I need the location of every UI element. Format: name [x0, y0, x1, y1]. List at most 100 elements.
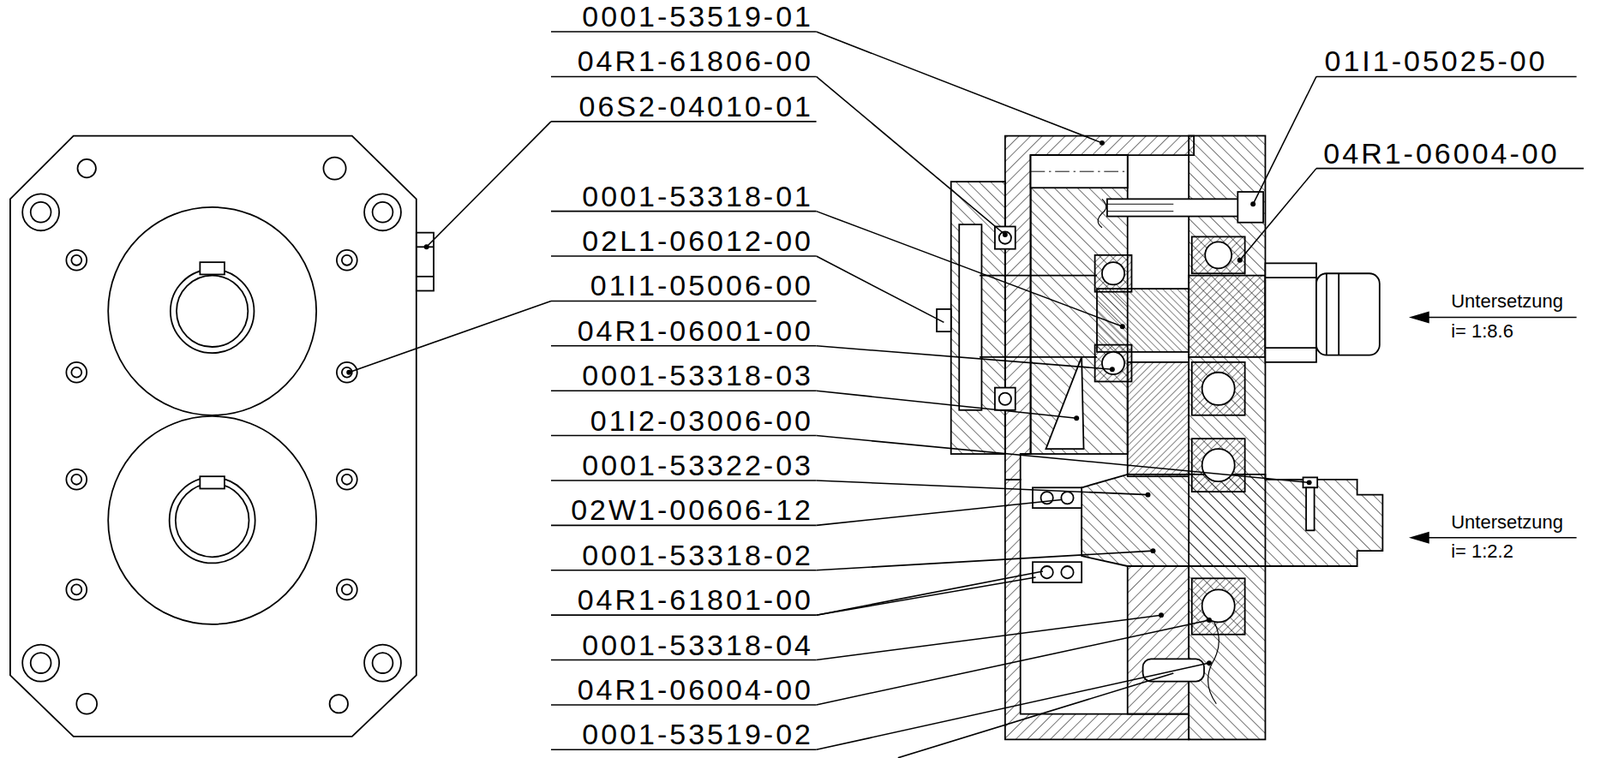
leader-line: [816, 577, 1037, 616]
leader-line: [816, 31, 1103, 144]
plug-edge: [416, 275, 434, 278]
underline: [551, 704, 817, 707]
leader-dots: [346, 140, 1312, 666]
leader-line: [816, 615, 1162, 660]
bore-circle: [176, 275, 248, 348]
cover: [951, 181, 1006, 455]
screw: [65, 250, 87, 271]
part-number: 0001-53322-03: [581, 450, 814, 480]
intermediate-gear: [1127, 362, 1189, 477]
bolt-head: [364, 193, 402, 231]
gear-web: [1045, 357, 1084, 450]
underline: [551, 76, 817, 78]
arrow-line: [1423, 537, 1577, 540]
screw: [65, 469, 87, 491]
ball: [1102, 352, 1125, 375]
bolt-head: [22, 193, 60, 231]
screw: [65, 362, 87, 384]
part-number: 02L1-06012-00: [581, 226, 814, 256]
arrow-head: [1411, 533, 1429, 544]
underline: [551, 345, 817, 348]
part-number: 01I1-05025-00: [1324, 46, 1548, 76]
bore-circle: [175, 484, 250, 558]
leader-line: [426, 121, 552, 247]
underline: [551, 389, 817, 392]
shaft-circle: [170, 269, 255, 354]
leader-line: [816, 620, 1210, 706]
coupling-end: [1316, 273, 1380, 355]
bearing: [1192, 438, 1246, 492]
leader-line: [816, 500, 1062, 527]
underline: [551, 479, 817, 482]
ball: [999, 231, 1012, 244]
arrow-line: [1423, 317, 1577, 319]
leader-dot: [1206, 617, 1212, 624]
screw-socket: [71, 474, 82, 486]
leader-line: [816, 551, 1154, 571]
part-number: 0001-53519-01: [581, 1, 814, 31]
screw-socket: [71, 584, 82, 595]
leader-dot: [1099, 140, 1105, 146]
screw-socket: [341, 584, 353, 595]
groove: [1337, 273, 1340, 355]
flange-circle: [107, 416, 317, 625]
leader-dot: [1145, 492, 1151, 498]
coupling: [1264, 263, 1317, 362]
part-number: 0001-53318-03: [581, 360, 814, 390]
underline: [551, 120, 817, 123]
part-number: 04R1-06001-00: [577, 316, 814, 346]
flange-circle: [107, 207, 317, 416]
ball: [1204, 241, 1232, 269]
screw-socket: [71, 367, 82, 378]
screw: [336, 362, 358, 384]
bolt-socket: [30, 202, 52, 223]
ratio-label: i= 1:2.2: [1450, 542, 1514, 562]
underline: [551, 659, 817, 662]
ratio-label: Untersetzung: [1450, 292, 1564, 312]
gear-teeth: [1030, 155, 1128, 188]
leader-dot: [1306, 479, 1313, 486]
part-number: 01I1-05006-00: [590, 270, 814, 300]
ratio-label: Untersetzung: [1450, 513, 1564, 533]
bolt-socket: [372, 202, 394, 223]
plug: [416, 233, 434, 292]
underline: [551, 255, 817, 258]
bolt-head: [364, 645, 402, 683]
hole: [76, 694, 97, 715]
bolt-socket: [30, 653, 52, 674]
part-number: 02W1-00606-12: [570, 495, 814, 525]
hole: [77, 159, 96, 178]
underline: [551, 525, 817, 528]
section-view: [936, 136, 1383, 741]
upper-shaft: [1188, 275, 1265, 358]
screw-socket: [341, 367, 353, 378]
hole: [323, 157, 346, 180]
part-number: 0001-53519-02: [581, 719, 814, 750]
thread: [1107, 203, 1174, 205]
underline: [551, 569, 817, 572]
bearing: [994, 388, 1016, 411]
screw: [336, 250, 358, 271]
leader-dot: [1150, 548, 1157, 554]
leader-line: [898, 673, 1174, 758]
leader-dot: [1158, 612, 1164, 618]
side-plate: [1188, 136, 1265, 741]
dowel-pin: [1143, 659, 1205, 682]
leader-line: [816, 211, 1123, 328]
leader-dot: [1206, 660, 1212, 666]
screw-socket: [341, 255, 353, 266]
ball: [1102, 262, 1125, 285]
leader-line: [816, 346, 1113, 370]
part-number: 0001-53318-01: [581, 181, 814, 211]
shaft-circle: [169, 477, 256, 564]
leader-dot: [346, 370, 352, 376]
underline: [1316, 167, 1584, 170]
ball: [1202, 589, 1235, 623]
breakout-line: [1097, 198, 1107, 228]
leader-line: [816, 663, 1210, 750]
underline: [1316, 76, 1577, 78]
screw: [336, 469, 358, 491]
ball: [1060, 491, 1073, 504]
ball: [1041, 566, 1054, 579]
